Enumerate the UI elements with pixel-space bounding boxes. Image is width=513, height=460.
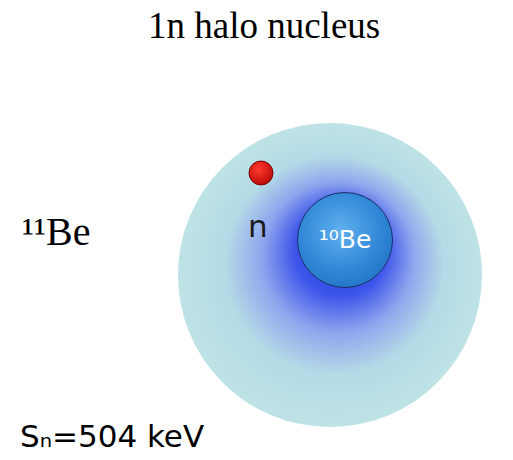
neutron-dot <box>249 161 273 185</box>
core-circle: ¹⁰Be <box>297 192 393 288</box>
halo-cloud <box>178 123 482 427</box>
halo-region: n ¹⁰Be <box>178 123 482 427</box>
separation-energy: Sₙ=504 keV <box>20 418 204 454</box>
diagram-title: 1n halo nucleus <box>148 4 380 47</box>
nucleus-label: ¹¹Be <box>22 208 90 255</box>
node-text: ¹⁰Be <box>319 226 372 254</box>
node-text: n <box>248 209 268 243</box>
